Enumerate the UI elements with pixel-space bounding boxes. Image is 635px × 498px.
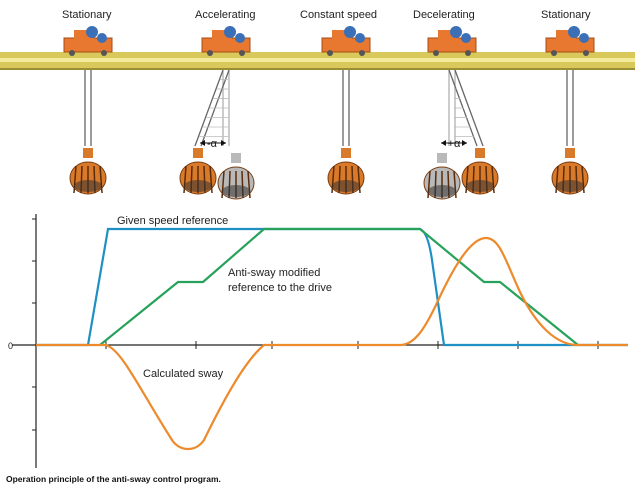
trolley-constant-speed — [321, 26, 371, 195]
phase-label-constant-speed: Constant speed — [300, 9, 378, 21]
grab-icon — [327, 148, 365, 195]
grab-icon — [551, 148, 589, 195]
phase-label-stationary-start: Stationary — [62, 9, 112, 21]
trolley-stationary-end — [545, 26, 595, 195]
motor-icon — [344, 26, 356, 38]
calculated-sway-label: Calculated sway — [143, 368, 224, 380]
given-speed-reference-line — [36, 227, 628, 347]
minus-alpha-label: -α — [207, 138, 218, 150]
given-speed-label: Given speed reference — [117, 215, 228, 227]
swinging-grab-icon — [179, 148, 217, 195]
ghost-grab-icon — [217, 153, 255, 200]
phase-label-decelerating: Decelerating — [413, 9, 475, 21]
phase-label-accelerating: Accelerating — [195, 9, 256, 21]
plus-alpha-annotation: +α — [441, 138, 467, 150]
calculated-sway-line — [36, 236, 628, 451]
plus-alpha-label: +α — [448, 138, 461, 150]
phase-label-stationary-end: Stationary — [541, 9, 591, 21]
reference-graph: 0 Given speed reference Anti-sway modifi… — [8, 214, 628, 468]
grab-icon — [69, 148, 107, 195]
y-axis-ticks — [32, 218, 36, 431]
trolley-accelerating — [179, 26, 255, 200]
minus-alpha-annotation: -α — [200, 138, 226, 150]
ghost-grab-icon — [423, 153, 461, 200]
trolley-decelerating — [423, 26, 499, 200]
zero-label: 0 — [8, 341, 13, 351]
figure-caption: Operation principle of the anti-sway con… — [6, 474, 221, 484]
crane-rail — [0, 52, 635, 70]
anti-sway-modified-reference-line — [99, 227, 579, 346]
motor-icon — [86, 26, 98, 38]
motor-icon — [224, 26, 236, 38]
anti-sway-label-line1: Anti-sway modified — [228, 267, 320, 279]
anti-sway-label-line2: reference to the drive — [228, 282, 332, 294]
motor-icon — [568, 26, 580, 38]
swinging-grab-icon — [461, 148, 499, 195]
motor-icon — [450, 26, 462, 38]
trolley-stationary-start — [63, 26, 113, 195]
